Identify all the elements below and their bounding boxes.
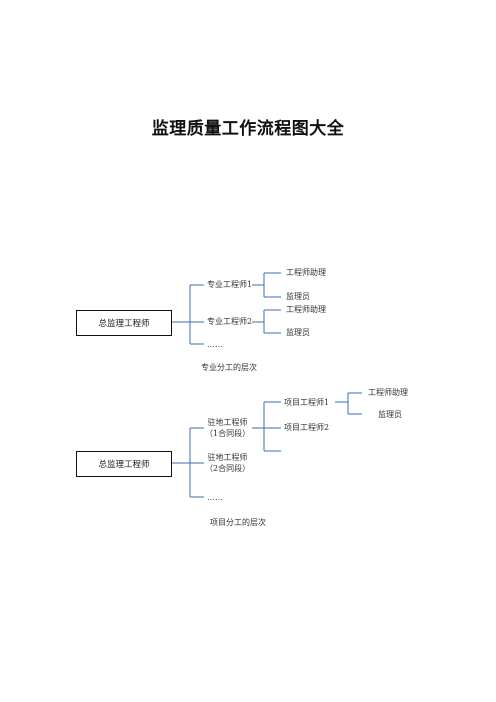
node-sublabel: （2合同段）: [205, 464, 251, 473]
node-assistant-engineer: 工程师助理: [368, 388, 408, 397]
node-sublabel: （1合同段）: [205, 429, 251, 438]
node-specialist-engineer-2: 专业工程师2: [207, 317, 253, 326]
node-project-engineer-2: 项目工程师2: [284, 423, 330, 432]
root-box-chief-supervisor: 总监理工程师: [76, 451, 172, 477]
node-label: 驻地工程师: [207, 418, 248, 427]
node-specialist-engineer-1: 专业工程师1: [207, 280, 253, 289]
node-supervisor: 监理员: [378, 410, 402, 419]
node-more-ellipsis: ……: [207, 493, 223, 502]
node-assistant-engineer: 工程师助理: [286, 268, 326, 277]
node-assistant-engineer: 工程师助理: [286, 305, 326, 314]
caption-specialty-division: 专业分工的层次: [201, 363, 257, 372]
caption-project-division: 项目分工的层次: [210, 518, 266, 527]
node-project-engineer-1: 项目工程师1: [284, 398, 330, 407]
node-supervisor: 监理员: [286, 328, 310, 337]
node-more-ellipsis: ……: [207, 340, 223, 349]
node-resident-engineer-1: 驻地工程师 （1合同段）: [205, 417, 250, 439]
page-title: 监理质量工作流程图大全: [151, 119, 345, 139]
root-box-chief-supervisor: 总监理工程师: [76, 310, 172, 336]
node-resident-engineer-2: 驻地工程师 （2合同段）: [205, 452, 250, 474]
node-supervisor: 监理员: [286, 292, 310, 301]
node-label: 驻地工程师: [207, 453, 248, 462]
